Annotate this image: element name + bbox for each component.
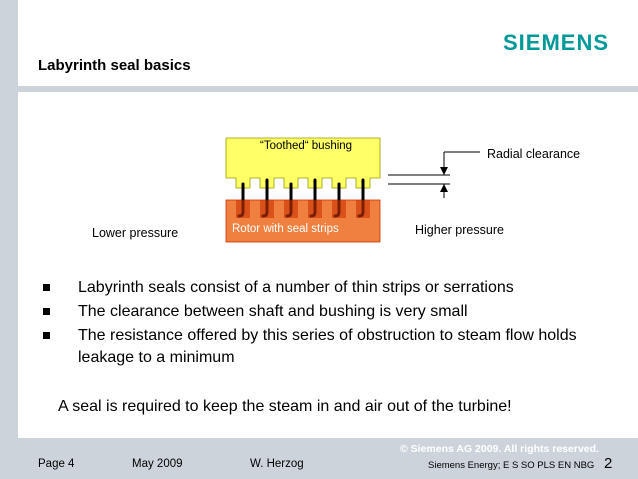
header-divider <box>18 86 638 92</box>
radial-clearance-label: Radial clearance <box>487 147 581 161</box>
toothed-bushing <box>225 137 381 189</box>
lower-pressure-label: Lower pressure <box>92 226 179 240</box>
rotor <box>225 199 381 243</box>
list-item: The resistance offered by this series of… <box>40 325 600 369</box>
footer-author: W. Herzog <box>250 458 304 470</box>
footer-date: May 2009 <box>132 458 183 470</box>
bullet-square-icon <box>43 284 50 291</box>
higher-pressure-label: Higher pressure <box>415 223 504 237</box>
footer-organization: Siemens Energy; E S SO PLS EN NBG <box>428 460 595 471</box>
slide-number: 2 <box>604 455 613 472</box>
radial-clearance-dimension <box>388 151 480 198</box>
list-item: The clearance between shaft and bushing … <box>40 301 600 323</box>
bullet-square-icon <box>43 332 50 339</box>
page-title: Labyrinth seal basics <box>38 57 191 74</box>
strip-roots <box>236 200 370 218</box>
bullet-square-icon <box>43 308 50 315</box>
bushing-label: “Toothed“ bushing <box>260 140 353 152</box>
summary-statement: A seal is required to keep the steam in … <box>58 398 512 415</box>
copyright-notice: © Siemens AG 2009. All rights reserved. <box>400 443 599 455</box>
bullet-list: Labyrinth seals consist of a number of t… <box>40 277 600 371</box>
footer-page: Page 4 <box>38 458 75 470</box>
rotor-label: Rotor with seal strips <box>232 223 339 235</box>
list-item: Labyrinth seals consist of a number of t… <box>40 277 600 299</box>
siemens-logo: SIEMENS <box>503 30 610 55</box>
